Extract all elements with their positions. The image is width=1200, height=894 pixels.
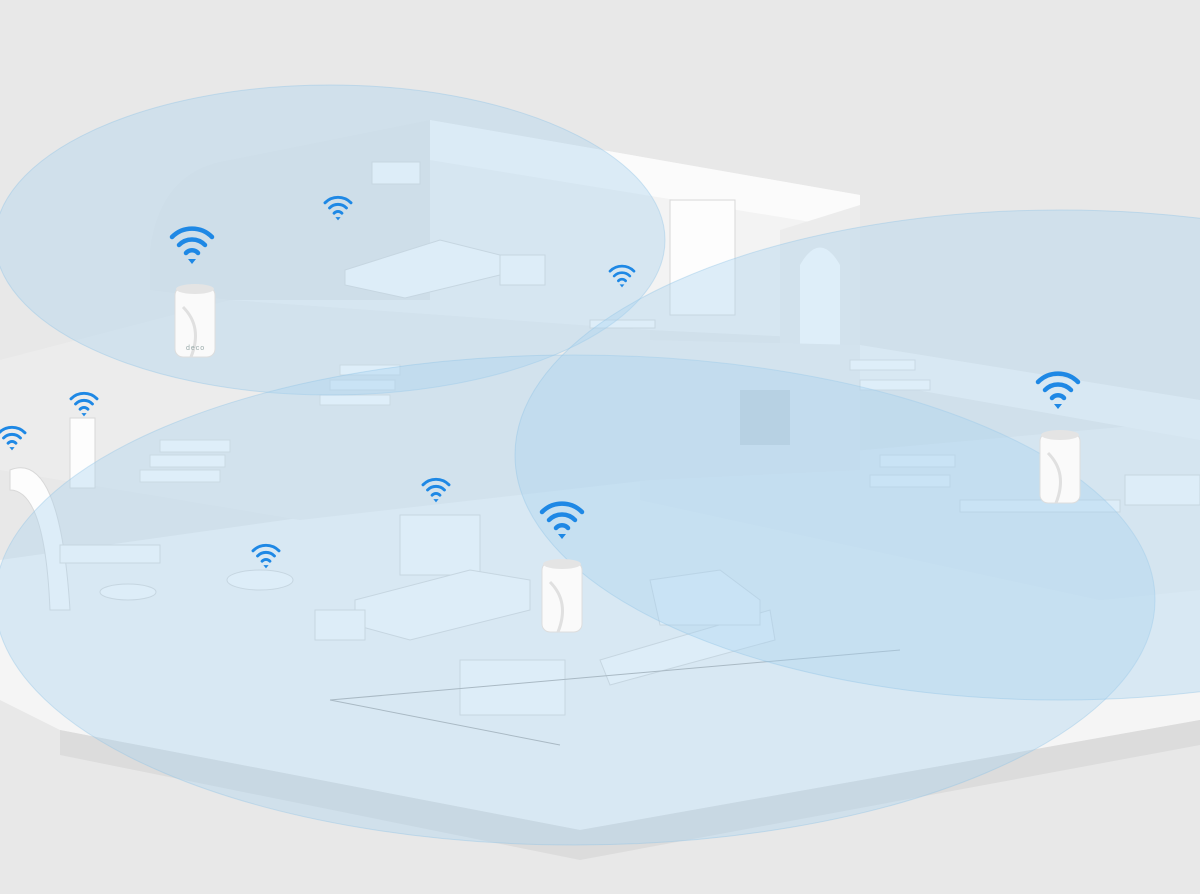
arch-opening xyxy=(800,247,840,345)
coverage-areas xyxy=(0,84,1200,846)
rug-edge xyxy=(329,699,561,746)
armchair xyxy=(459,659,566,716)
living-room-router xyxy=(540,557,584,634)
sofa-back xyxy=(649,569,761,626)
wardrobe xyxy=(669,199,736,316)
side-table xyxy=(99,583,157,601)
ground-floor xyxy=(0,470,1200,830)
sofa xyxy=(599,609,776,686)
right-wall xyxy=(860,345,1200,440)
furniture xyxy=(9,161,1200,716)
treadmill xyxy=(9,467,71,611)
right-wing-coverage xyxy=(514,209,1200,701)
desk xyxy=(589,319,656,329)
speaker xyxy=(69,417,96,489)
chair xyxy=(314,609,366,641)
robot-vacuum xyxy=(226,569,294,591)
console-table xyxy=(959,499,1121,513)
stairs xyxy=(139,359,956,488)
upper-left-wall xyxy=(150,120,430,300)
upstairs-router: deco xyxy=(173,282,217,359)
router-logo: deco xyxy=(186,345,205,352)
nightstand xyxy=(499,254,546,286)
treadmill-belt xyxy=(59,544,161,564)
tv xyxy=(399,514,481,576)
cabinet xyxy=(1124,474,1200,506)
fireplace xyxy=(740,390,790,445)
air-conditioner xyxy=(371,161,421,185)
upstairs-coverage xyxy=(0,84,666,396)
rug-edge xyxy=(329,649,901,701)
floor-edge xyxy=(60,720,1200,860)
right-wing-router xyxy=(1038,428,1082,505)
upper-back-wall xyxy=(430,120,860,230)
